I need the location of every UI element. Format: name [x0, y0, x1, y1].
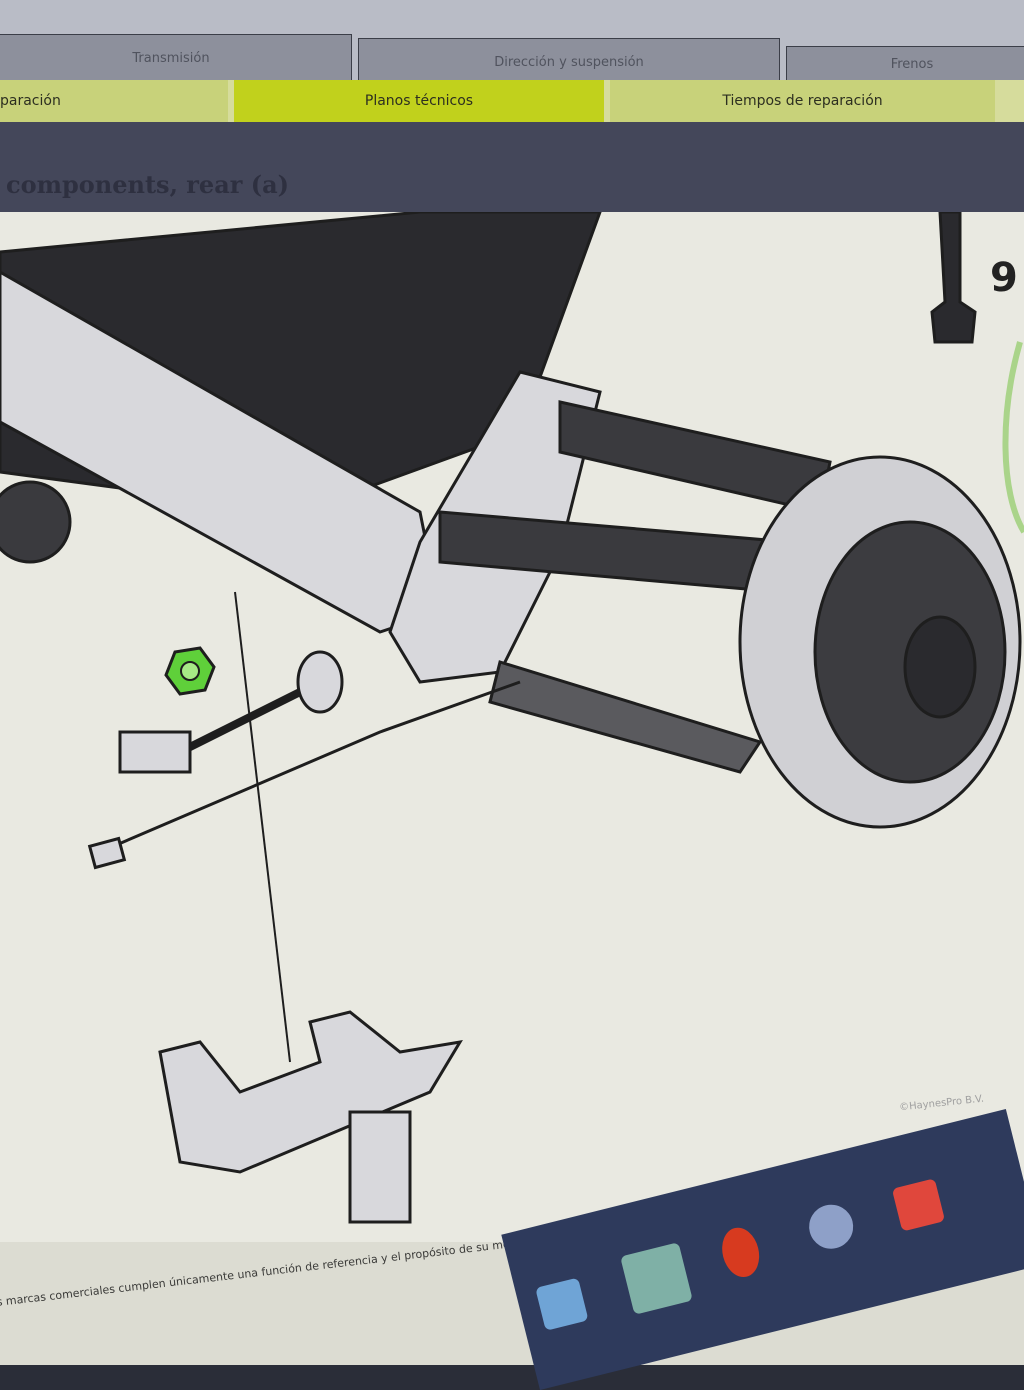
suspension-drawing [0, 210, 1024, 1224]
tab-label: Transmisión [132, 50, 210, 66]
header-band [0, 122, 1024, 212]
support-stand [158, 1010, 463, 1174]
app-circle-icon[interactable] [717, 1223, 765, 1281]
upper-link [558, 400, 832, 514]
bolt [930, 210, 977, 344]
tab-transmision[interactable]: Transmisión [0, 34, 352, 81]
rod-block [118, 730, 192, 774]
subtab-tiempos-reparacion[interactable]: Tiempos de reparación [610, 80, 995, 122]
subtab-label: paración [0, 93, 61, 109]
subtab-label: Planos técnicos [364, 93, 474, 109]
anydesk-icon[interactable] [891, 1178, 946, 1232]
subtab-reparacion[interactable]: paración [0, 80, 228, 122]
tab-frenos[interactable]: Frenos [786, 46, 1024, 81]
cable [99, 680, 521, 854]
sub-tab-bar: paración Planos técnicos Tiempos de repa… [0, 80, 1024, 122]
subtab-planos-tecnicos[interactable]: Planos técnicos [234, 80, 604, 122]
virtualbox-icon[interactable] [535, 1277, 589, 1331]
diagram-title: components, rear (a) [6, 170, 290, 199]
subtab-label: Tiempos de reparación [722, 93, 883, 109]
globe-app-icon[interactable] [804, 1200, 858, 1254]
tab-label: Dirección y suspensión [494, 54, 644, 70]
technical-diagram[interactable] [0, 210, 1024, 1242]
rear-link [488, 660, 763, 774]
part-number-label: 9 [990, 255, 1018, 301]
tab-label: Frenos [890, 56, 934, 72]
cable-end [87, 836, 127, 870]
top-tab-bar: Transmisión Dirección y suspensión Freno… [0, 0, 1024, 85]
windows-xp-icon[interactable] [620, 1242, 693, 1315]
tab-direccion-suspension[interactable]: Dirección y suspensión [358, 38, 780, 85]
